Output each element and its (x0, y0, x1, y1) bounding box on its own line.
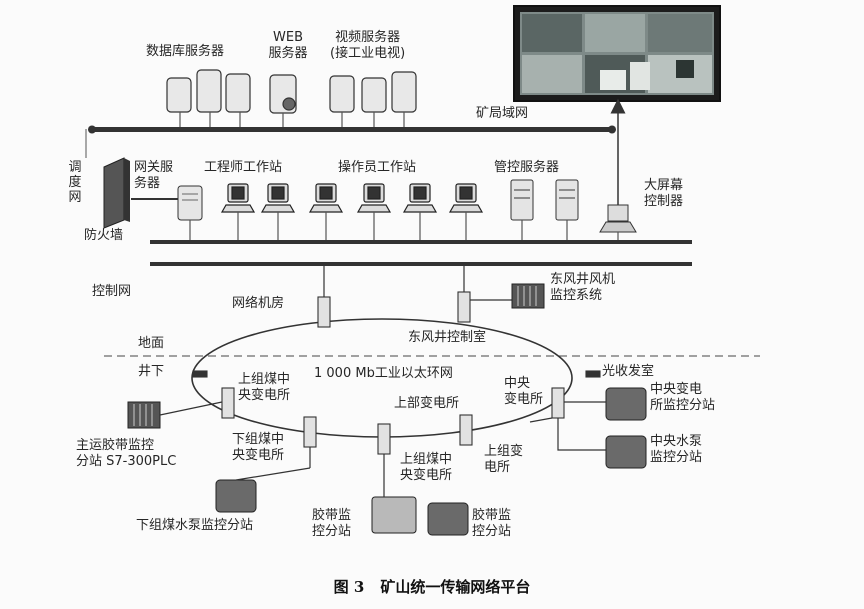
optical-converter (585, 370, 601, 378)
operator-ws-icon-2 (356, 183, 392, 213)
engineer-ws-icon-2 (260, 183, 296, 213)
video-wall-display (513, 5, 721, 102)
label-video-server: 视频服务器 (接工业电视) (330, 30, 406, 61)
label-operator-ws: 操作员工作站 (338, 160, 417, 175)
figure-number: 图 3 (333, 578, 365, 596)
switch-lower-coal (303, 416, 317, 448)
engineer-ws-icon-1 (220, 183, 256, 213)
switch-upper-coal2 (377, 423, 391, 455)
web-server-icon (269, 74, 297, 114)
label-dispatch-net: 调度网 (68, 160, 82, 205)
label-ground: 地面 (138, 336, 165, 351)
monitor-links (235, 401, 606, 497)
label-central-sub-monitor: 中央变电 所监控分站 (650, 382, 716, 413)
lower-pump-icon (215, 479, 257, 513)
label-upper-substation: 上部变电所 (394, 396, 460, 411)
label-central-pump: 中央水泵 监控分站 (650, 434, 703, 465)
db-server-icon (166, 69, 251, 113)
label-east-fan: 东风井风机 监控系统 (550, 272, 616, 303)
label-engineer-ws: 工程师工作站 (204, 160, 283, 175)
switch-upper-coal (221, 387, 235, 419)
ws-drops (189, 212, 619, 242)
switch-central (551, 387, 565, 419)
operator-ws-icon-4 (448, 183, 484, 213)
label-main-belt: 主运胶带监控 分站 S7-300PLC (76, 438, 177, 469)
label-upper-coal-central: 上组煤中 央变电所 (238, 372, 291, 403)
label-net-room: 网络机房 (232, 296, 285, 311)
underground-converter (192, 370, 208, 378)
label-belt-station2: 胶带监 控分站 (472, 508, 512, 539)
operator-ws-icon-1 (308, 183, 344, 213)
label-control-net: 控制网 (92, 284, 132, 299)
label-lower-coal-central: 下组煤中 央变电所 (232, 432, 285, 463)
label-upper-coal-central2: 上组煤中 央变电所 (400, 452, 453, 483)
central-sub-monitor-icon (605, 387, 647, 421)
control-net-bus (150, 240, 692, 266)
label-underground: 井下 (138, 364, 165, 379)
label-bigscreen-ctrl: 大屏幕 控制器 (644, 178, 684, 209)
label-web-server: WEB 服务器 (268, 30, 308, 61)
switch-net-room (317, 296, 331, 328)
workstations (220, 183, 484, 213)
ring-drops (323, 266, 512, 301)
label-belt-station1: 胶带监 控分站 (312, 508, 352, 539)
belt-station1-icon (371, 496, 417, 534)
label-firewall: 防火墙 (84, 228, 124, 243)
switch-upper-sub (459, 414, 473, 446)
label-ring: 1 000 Mb工业以太环网 (314, 366, 453, 381)
monitor-boxes (215, 387, 647, 536)
firewall-icon (103, 157, 130, 229)
top-servers (166, 69, 417, 114)
mgmt-server-icons (510, 179, 579, 221)
label-upper-sub2: 上组变 电所 (484, 444, 524, 475)
label-lower-pump: 下组煤水泵监控分站 (136, 518, 254, 533)
server-drops (179, 112, 405, 129)
label-db-server: 数据库服务器 (146, 44, 225, 59)
video-server-icon (329, 71, 417, 113)
label-mine-lan: 矿局域网 (476, 106, 529, 121)
operator-ws-icon-3 (402, 183, 438, 213)
belt-station2-icon (427, 502, 469, 536)
switch-east-shaft (457, 291, 471, 323)
main-belt-plc-icon (127, 401, 161, 429)
bigscreen-controller-icon (599, 204, 637, 233)
plc-link (159, 401, 223, 416)
gateway-server-icon (177, 185, 203, 221)
mine-lan-bus (88, 125, 616, 134)
figure-caption: 图 3 矿山统一传输网络平台 (0, 576, 864, 597)
label-optical-room: 光收发室 (602, 364, 655, 379)
east-fan-cabinet-icon (511, 283, 545, 309)
label-mgmt-server: 管控服务器 (494, 160, 560, 175)
central-pump-icon (605, 435, 647, 469)
figure-title: 矿山统一传输网络平台 (380, 578, 531, 596)
label-east-shaft-ctrl: 东风井控制室 (408, 330, 487, 345)
label-central-sub: 中央 变电所 (504, 376, 544, 407)
label-gateway-server: 网关服 务器 (134, 160, 174, 191)
